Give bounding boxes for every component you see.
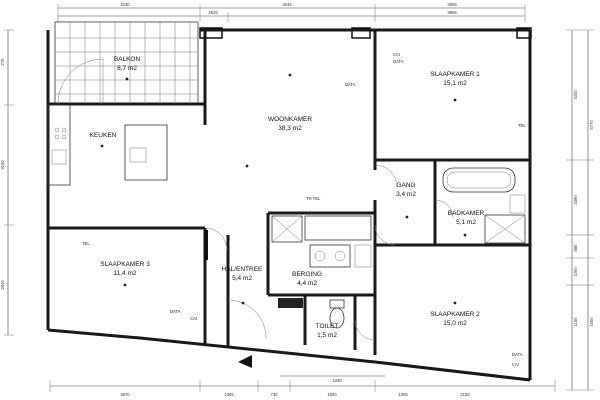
walls (46, 21, 532, 382)
room-hal-area: 5,4 m2 (232, 275, 252, 282)
dim-bottom-1: 3570 (120, 392, 130, 397)
dim-left-2: 3160 (0, 160, 5, 170)
bathroom-fixtures (442, 167, 526, 244)
room-gang-area: 3,4 m2 (396, 191, 416, 198)
bottom-dimension-lines (49, 375, 556, 392)
toilet-fixture (329, 299, 345, 329)
annotation-data-slaapkamer1: DATA (393, 59, 404, 64)
dim-right-3: 3390 (573, 195, 578, 205)
room-slaapkamer3-area: 11,4 m2 (113, 270, 136, 277)
top-dimension-lines (57, 4, 526, 22)
ceiling-points (100, 73, 467, 305)
dim-right-1: 4000 (573, 90, 578, 100)
dim-top-inner-2: 3605 (447, 10, 457, 15)
dim-left-3: 2846 (0, 280, 5, 290)
annotation-cai-slaapkamer2: CAI (512, 362, 519, 367)
room-toilet-name: TOILET (316, 323, 339, 330)
dim-right-2: 5770 (589, 120, 594, 130)
room-badkamer-area: 5,1 m2 (456, 219, 476, 226)
entrance-arrow-icon (238, 355, 252, 368)
balcony-tiles (55, 22, 198, 104)
room-toilet-area: 1,5 m2 (317, 332, 337, 339)
column-markers (199, 27, 532, 260)
room-gang-name: GANG (396, 182, 415, 189)
dim-right-7: 4405 (589, 317, 594, 327)
dim-right-6: 1165 (573, 317, 578, 327)
annotation-tel-slaapkamer3: TEL (82, 241, 90, 246)
room-keuken-name: KEUKEN (90, 132, 117, 139)
annotation-data-woonkamer: DATA (345, 82, 356, 87)
storage-fixtures (271, 215, 372, 308)
dim-top-2: 4046 (282, 2, 292, 7)
annotation-data-slaapkamer2: DATA (512, 352, 523, 357)
dim-bottom-5: 2150 (460, 392, 470, 397)
dim-top-3: 3605 (447, 2, 457, 7)
dim-bottom-extra-1: 1030 (332, 378, 342, 383)
annotation-tel-slaapkamer1: TEL (518, 123, 526, 128)
dim-bottom-3: 730 (271, 392, 279, 397)
dim-bottom-2: 1305 (224, 392, 234, 397)
room-balkon-name: BALKON (114, 56, 141, 63)
room-balkon-area: 8,7 m2 (117, 65, 137, 72)
room-berging-name: BERGING (292, 271, 322, 278)
room-slaapkamer3-name: SLAAPKAMER 3 (100, 261, 150, 268)
room-slaapkamer1-area: 15,1 m2 (443, 80, 467, 87)
annotation-cai-slaapkamer3: CAI (190, 316, 197, 321)
annotation-data-slaapkamer3: DATA (170, 309, 181, 314)
room-berging-area: 4,4 m2 (297, 280, 317, 287)
dim-bottom-extra-2: 1305 (398, 392, 408, 397)
room-slaapkamer1-name: SLAAPKAMER 1 (430, 71, 480, 78)
dim-left-1: 270 (0, 58, 5, 66)
room-woonkamer-name: WOONKAMER (268, 116, 312, 123)
room-hal-name: HAL/ENTREE (222, 266, 263, 273)
dim-bottom-4: 1600 (327, 392, 337, 397)
right-dimension-lines (566, 29, 594, 391)
annotation-cai-woonkamer: CAI (393, 52, 400, 57)
left-dimension-lines (4, 29, 14, 336)
room-slaapkamer2-area: 15,0 m2 (443, 320, 467, 327)
dim-right-5: 1060 (573, 267, 578, 277)
dim-top-1: 3230 (120, 2, 130, 7)
room-woonkamer-area: 38,3 m2 (278, 125, 302, 132)
dim-right-4: 885 (573, 244, 578, 252)
dim-top-inner-1: 2525 (208, 10, 218, 15)
annotation-th-tel: TH TEL (306, 196, 321, 201)
kitchen-counter (47, 104, 168, 186)
room-badkamer-name: BADKAMER (448, 210, 485, 217)
door-swings (57, 58, 454, 341)
room-slaapkamer2-name: SLAAPKAMER 2 (430, 311, 480, 318)
